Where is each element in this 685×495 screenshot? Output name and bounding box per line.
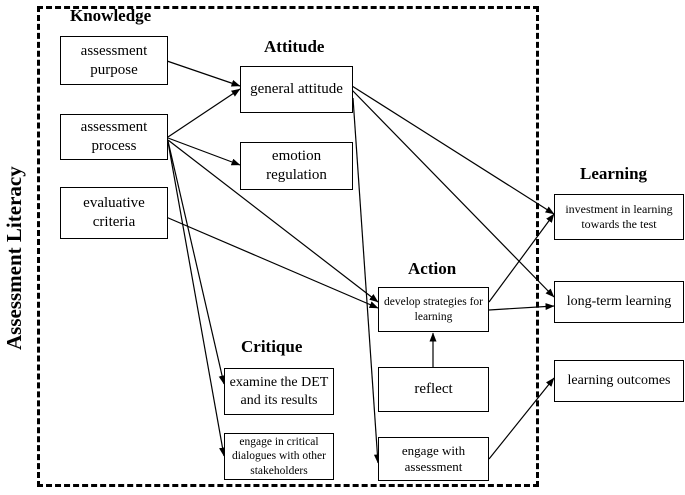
investment-in-learning-box: investment in learning towards the test <box>554 194 684 240</box>
arrow-purpose-to-attitude <box>166 60 241 87</box>
develop-strategies-box: develop strategies for learning <box>378 287 489 332</box>
arrow-engage-to-outcomes <box>488 377 555 460</box>
engage-with-assessment-box: engage with assessment <box>378 437 489 481</box>
general-attitude-box: general attitude <box>240 66 353 113</box>
attitude-heading: Attitude <box>264 37 325 56</box>
arrow-process-to-emotion <box>167 137 241 166</box>
assessment-process-box: assessment process <box>60 114 168 160</box>
long-term-learning-box: long-term learning <box>554 281 684 323</box>
learning-heading: Learning <box>580 164 648 183</box>
arrow-criteria-to-strategies <box>165 216 379 309</box>
arrow-process-to-examine <box>167 140 226 385</box>
arrow-attitude-to-long-term <box>351 89 555 298</box>
arrow-process-to-attitude <box>167 88 241 138</box>
arrow-process-to-strategies <box>167 139 379 303</box>
arrow-attitude-to-engage <box>352 97 381 464</box>
assessment-purpose-box: assessment purpose <box>60 36 168 85</box>
emotion-regulation-box: emotion regulation <box>240 142 353 190</box>
arrow-strategies-to-investment <box>488 213 555 303</box>
critique-heading: Critique <box>241 337 303 356</box>
learning-outcomes-box: learning outcomes <box>554 360 684 402</box>
knowledge-heading: Knowledge <box>70 6 152 25</box>
action-heading: Action <box>408 259 457 278</box>
reflect-box: reflect <box>378 367 489 412</box>
arrow-attitude-to-investment <box>351 85 555 215</box>
evaluative-criteria-box: evaluative criteria <box>60 187 168 239</box>
examine-det-box: examine the DET and its results <box>224 368 334 415</box>
arrow-process-to-dialogues <box>167 141 226 457</box>
arrow-strategies-to-long-term <box>488 303 555 311</box>
engage-critical-dialogues-box: engage in critical dialogues with other … <box>224 433 334 480</box>
assessment-literacy-boundary <box>37 6 539 487</box>
